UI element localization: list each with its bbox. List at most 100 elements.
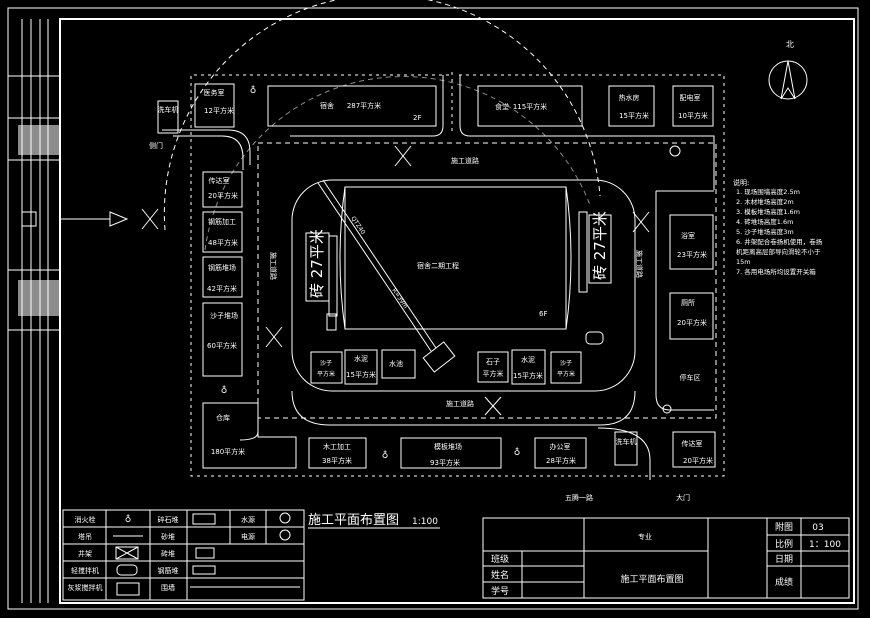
svg-text:沙子: 沙子 bbox=[320, 360, 332, 367]
building-guard-right: 传达室 20平方米 bbox=[672, 431, 716, 468]
svg-text:成绩: 成绩 bbox=[775, 576, 793, 588]
derrick-icon bbox=[265, 145, 650, 416]
building-guard-left: 传达室 20平方米 bbox=[202, 171, 243, 208]
pool: 水池 bbox=[381, 349, 416, 379]
entrance-arrow bbox=[60, 208, 159, 230]
svg-text:7. 各用电场所均设置开关箱: 7. 各用电场所均设置开关箱 bbox=[736, 267, 816, 276]
svg-text:食堂: 食堂 bbox=[495, 102, 509, 111]
svg-text:03: 03 bbox=[812, 523, 823, 533]
svg-text:沙子堆场: 沙子堆场 bbox=[210, 311, 238, 320]
svg-text:60平方米: 60平方米 bbox=[207, 341, 237, 350]
svg-text:仓库: 仓库 bbox=[216, 413, 230, 422]
svg-text:48平方米: 48平方米 bbox=[208, 238, 238, 247]
svg-text:学号: 学号 bbox=[491, 585, 509, 597]
svg-text:180平方米: 180平方米 bbox=[211, 447, 245, 456]
svg-text:砖 27平米: 砖 27平米 bbox=[591, 211, 609, 280]
yard-rebar-work: 钢筋加工 48平方米 bbox=[202, 211, 243, 253]
svg-text:平方米: 平方米 bbox=[557, 370, 575, 378]
svg-text:电源: 电源 bbox=[241, 532, 255, 541]
building-carpentry: 木工加工 38平方米 ♁ bbox=[308, 437, 389, 469]
svg-text:1. 现场围墙高度2.5m: 1. 现场围墙高度2.5m bbox=[736, 187, 800, 196]
svg-text:水泥: 水泥 bbox=[354, 354, 368, 363]
svg-text:287平方米: 287平方米 bbox=[347, 101, 381, 110]
svg-text:钢筋堆: 钢筋堆 bbox=[158, 566, 179, 575]
svg-text:日期: 日期 bbox=[775, 554, 793, 565]
svg-text:说明:: 说明: bbox=[733, 178, 749, 187]
svg-text:12平方米: 12平方米 bbox=[204, 106, 234, 115]
svg-text:洗车机: 洗车机 bbox=[616, 437, 637, 446]
svg-text:钢筋堆场: 钢筋堆场 bbox=[208, 263, 236, 272]
washer-right: 洗车机 bbox=[614, 431, 638, 466]
drawing-title: 施工平面布置图 1:100 bbox=[308, 513, 440, 529]
yard-formwork: 模板堆场 93平方米 ♁ bbox=[400, 437, 521, 469]
svg-text:6F: 6F bbox=[539, 310, 547, 318]
svg-text:传达室: 传达室 bbox=[209, 176, 230, 185]
svg-text:厕所: 厕所 bbox=[681, 298, 695, 307]
svg-text:15m: 15m bbox=[736, 258, 751, 266]
crane-radius-arc bbox=[163, 0, 601, 231]
hydrant-icon: ♁ bbox=[250, 85, 257, 96]
yard-sand: 沙子堆场 60平方米 ♁ bbox=[202, 302, 243, 396]
yard-sand-left: 沙子 平方米 bbox=[310, 351, 343, 384]
svg-text:42平方米: 42平方米 bbox=[207, 284, 237, 293]
building-project: 宿舍二期工程 6F bbox=[339, 186, 572, 330]
gravel-icon bbox=[192, 513, 216, 525]
svg-text:灰浆搅拌机: 灰浆搅拌机 bbox=[68, 583, 103, 592]
yard-cement-left: 水泥 15平方米 bbox=[344, 349, 378, 385]
svg-text:10平方米: 10平方米 bbox=[678, 111, 708, 120]
svg-text:28平方米: 28平方米 bbox=[546, 456, 576, 465]
svg-text:20平方米: 20平方米 bbox=[683, 456, 713, 465]
svg-text:水池: 水池 bbox=[389, 359, 403, 368]
washer-left: 洗车机 侧门 bbox=[149, 100, 179, 150]
svg-text:模板堆场: 模板堆场 bbox=[434, 442, 462, 451]
svg-text:2F: 2F bbox=[413, 114, 421, 122]
binding-margin-grid bbox=[8, 19, 60, 603]
svg-text:5. 沙子堆场高度3m: 5. 沙子堆场高度3m bbox=[736, 227, 794, 236]
svg-text:水源: 水源 bbox=[241, 515, 255, 524]
mixer-icon bbox=[585, 331, 604, 345]
svg-text:碎石堆: 碎石堆 bbox=[158, 515, 179, 524]
rebar-icon bbox=[192, 565, 216, 575]
svg-text:水泥: 水泥 bbox=[521, 355, 535, 364]
yard-rebar: 钢筋堆场 42平方米 bbox=[202, 256, 243, 298]
legend-table: 消火栓 ♁ 碎石堆 水源 塔吊 砂堆 电源 井架 砖堆 轻搅拌机 钢筋堆 灰浆搅… bbox=[62, 509, 305, 601]
svg-text:砖堆: 砖堆 bbox=[161, 549, 175, 558]
stack-brick-right: 砖 27平米 bbox=[578, 211, 612, 293]
svg-text:浴室: 浴室 bbox=[681, 231, 695, 240]
hydrant-icon: ♁ bbox=[514, 447, 521, 458]
hydrant-icon: ♁ bbox=[382, 450, 389, 461]
svg-text:15平方米: 15平方米 bbox=[513, 371, 543, 380]
svg-text:侧门: 侧门 bbox=[149, 141, 163, 150]
hydrant-icon: ♁ bbox=[125, 514, 132, 525]
svg-text:班级: 班级 bbox=[491, 553, 509, 565]
svg-text:平方米: 平方米 bbox=[483, 369, 504, 378]
svg-text:1:100: 1:100 bbox=[412, 517, 438, 527]
svg-text:消火栓: 消火栓 bbox=[75, 515, 96, 524]
svg-text:20平方米: 20平方米 bbox=[208, 191, 238, 200]
svg-text:石子: 石子 bbox=[486, 358, 500, 366]
svg-text:办公室: 办公室 bbox=[550, 442, 571, 451]
svg-text:R=39m: R=39m bbox=[390, 287, 409, 310]
brick-icon bbox=[195, 547, 215, 559]
yard-sand-right: 沙子 平方米 bbox=[550, 351, 582, 384]
svg-text:热水房: 热水房 bbox=[619, 93, 640, 102]
building-warehouse: 仓库 180平方米 bbox=[202, 402, 297, 469]
svg-text:93平方米: 93平方米 bbox=[430, 458, 460, 467]
svg-text:23平方米: 23平方米 bbox=[677, 250, 707, 259]
svg-text:3. 模板堆场高度1.6m: 3. 模板堆场高度1.6m bbox=[736, 207, 800, 216]
svg-text:20平方米: 20平方米 bbox=[677, 318, 707, 327]
svg-text:15平方米: 15平方米 bbox=[619, 111, 649, 120]
notes-block: 说明: 1. 现场围墙高度2.5m 2. 木材堆场高度2m 3. 模板堆场高度1… bbox=[733, 178, 823, 276]
building-canteen: 食堂 115平方米 bbox=[477, 85, 583, 127]
derrick-icon bbox=[115, 546, 139, 560]
road-name-label: 五腾一路 bbox=[565, 493, 593, 502]
water-source-icon bbox=[279, 512, 291, 524]
road-label-left: 施工道路 bbox=[269, 252, 278, 280]
power-source-icon bbox=[279, 529, 291, 541]
parking-label: 停车区 bbox=[680, 373, 701, 382]
svg-text:施工平面布置图: 施工平面布置图 bbox=[620, 573, 683, 585]
site-roads bbox=[162, 75, 717, 480]
crane-radius-arc-inner bbox=[204, 76, 591, 251]
svg-text:井架: 井架 bbox=[78, 549, 92, 558]
